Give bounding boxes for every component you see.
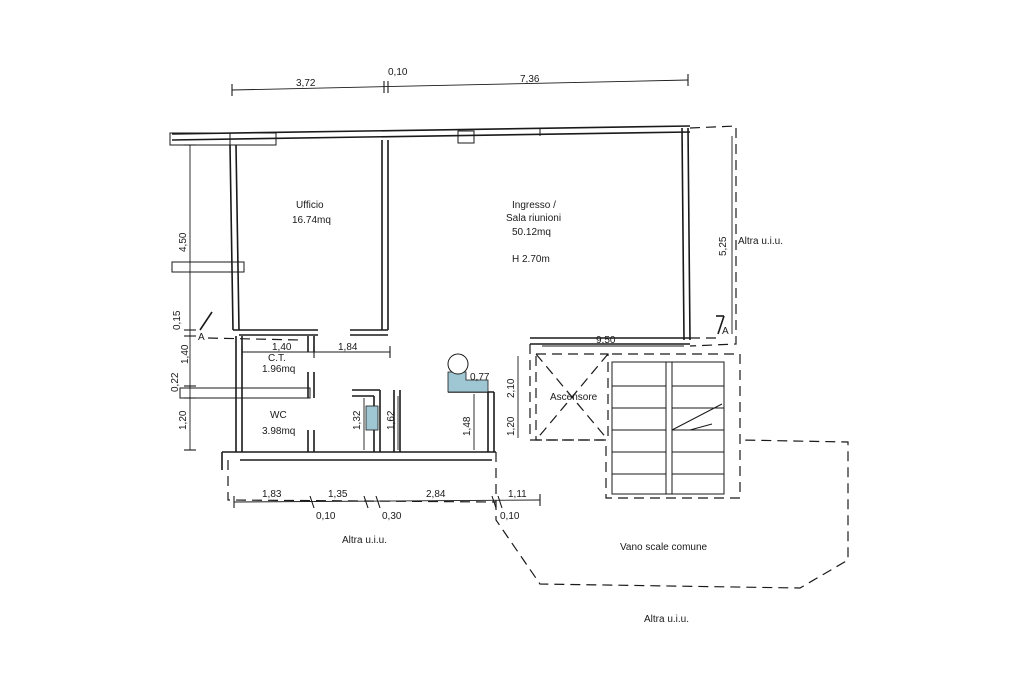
room-vano-scale: Vano scale comune (620, 542, 708, 553)
label-altra-bottom-left: Altra u.i.u. (342, 535, 387, 546)
dim-inner-5: 2,10 (506, 378, 517, 398)
room-wc-name: WC (270, 410, 287, 421)
room-ascensore: Ascensore (550, 392, 598, 403)
stairs (611, 361, 725, 495)
section-mark-left (199, 311, 301, 341)
dim-inner-2: 1,62 (386, 410, 397, 430)
dim-inner-1: 1,32 (352, 410, 363, 430)
dim-left-5: 1,20 (178, 410, 189, 430)
room-height: H 2.70m (512, 254, 550, 265)
dim-left-3: 1,40 (180, 344, 191, 364)
dim-inner-4: 0,77 (470, 372, 490, 383)
top-dimension-line (231, 74, 689, 96)
mid-dimension-line (241, 345, 684, 358)
dim-mid-1: 1,40 (272, 342, 292, 353)
bottom-dimension-line (233, 494, 541, 509)
room-ufficio-name: Ufficio (296, 200, 324, 211)
room-ingresso-name: Ingresso / (512, 200, 556, 211)
room-ct-area: 1.96mq (262, 364, 295, 375)
dim-inner-3: 1,48 (462, 416, 473, 436)
dim-mid-3: 9,50 (596, 335, 616, 346)
dim-bottom-1: 1,83 (262, 489, 282, 500)
section-label-left: A (198, 332, 205, 343)
dim-bottom-7: 0,10 (500, 511, 520, 522)
dim-inner-6: 1,20 (506, 416, 517, 436)
dim-bottom-4: 1,11 (508, 489, 527, 500)
dim-left-4: 0,22 (170, 372, 181, 392)
room-wc-area: 3.98mq (262, 426, 295, 437)
dim-left-1: 4,50 (178, 232, 189, 252)
dim-bottom-5: 0,10 (316, 511, 336, 522)
dim-top-3: 7,36 (520, 74, 540, 85)
dim-top-2: 0,10 (388, 67, 408, 78)
left-dimension-line (184, 144, 196, 451)
chimney-element (447, 371, 489, 393)
dashed-boundaries (227, 125, 849, 589)
dim-mid-2: 1,84 (338, 342, 358, 353)
room-ingresso-area: 50.12mq (512, 227, 551, 238)
dim-bottom-6: 0,30 (382, 511, 402, 522)
room-ufficio-area: 16.74mq (292, 215, 331, 226)
dim-bottom-3: 2,84 (426, 489, 446, 500)
section-label-right: A (722, 326, 729, 337)
room-ingresso-name2: Sala riunioni (506, 213, 561, 224)
dim-bottom-2: 1,35 (328, 489, 348, 500)
room-ct-name: C.T. (268, 353, 286, 364)
label-altra-right: Altra u.i.u. (738, 236, 783, 247)
radiator-wc (365, 405, 379, 431)
section-mark-right (690, 315, 725, 339)
dim-top-1: 3,72 (296, 78, 316, 89)
label-altra-bottom-right: Altra u.i.u. (644, 614, 689, 625)
dim-left-2: 0,15 (172, 310, 183, 330)
column-circle (447, 353, 469, 375)
dim-right-1: 5,25 (718, 236, 729, 256)
